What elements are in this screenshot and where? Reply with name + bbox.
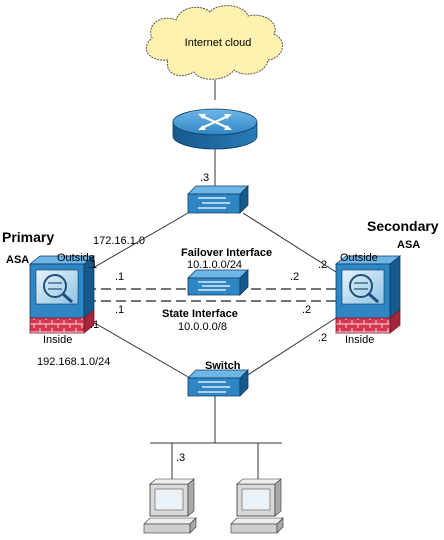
primary-inside-link [85,317,191,379]
primary-asa-firewall-icon [28,255,96,334]
switch-icon [187,185,249,214]
primary-outside-ip: .1 [88,259,97,271]
secondary-inside-ip: .2 [318,332,327,344]
cloud-label: Internet cloud [185,37,252,49]
secondary-title: Secondary [367,218,439,234]
pc-icon [143,478,197,534]
state-title: State Interface [162,308,238,320]
primary-outside-link [85,212,189,273]
links [85,80,337,483]
secondary-outside-link-ip: .2 [290,271,299,283]
left-pc-ip: .3 [176,452,185,464]
secondary-outside-label: Outside [340,252,378,264]
router-port-label: .3 [200,172,209,184]
secondary-outside-link [242,212,337,273]
secondary-subtitle: ASA [397,239,420,251]
failover-switch-icon [187,269,249,296]
inside-switch-label: Switch [205,360,241,372]
secondary-outside-ip: .2 [318,259,327,271]
secondary-state-ip: .2 [302,304,311,316]
secondary-asa-firewall-icon [334,255,402,334]
pc-icon [230,478,284,534]
primary-inside-label: Inside [43,334,72,346]
failover-title: Failover Interface [181,247,272,259]
router-icon [172,108,258,150]
primary-subtitle: ASA [6,254,29,266]
state-subnet: 10.0.0.0/8 [178,321,227,333]
primary-outside-label: Outside [57,252,95,264]
outside-subnet-label: 172.16.1.0 [93,235,145,247]
primary-state-ip: .1 [115,304,124,316]
failover-subnet: 10.1.0.0/24 [187,259,242,271]
secondary-inside-link [242,317,337,379]
primary-inside-ip: .1 [90,319,99,331]
secondary-inside-label: Inside [345,334,374,346]
inside-subnet-label: 192.168.1.0/24 [37,356,110,368]
primary-title: Primary [2,229,54,245]
cloud-icon [146,5,283,80]
inside-switch-icon [187,369,249,397]
primary-failover-ip: .1 [115,271,124,283]
